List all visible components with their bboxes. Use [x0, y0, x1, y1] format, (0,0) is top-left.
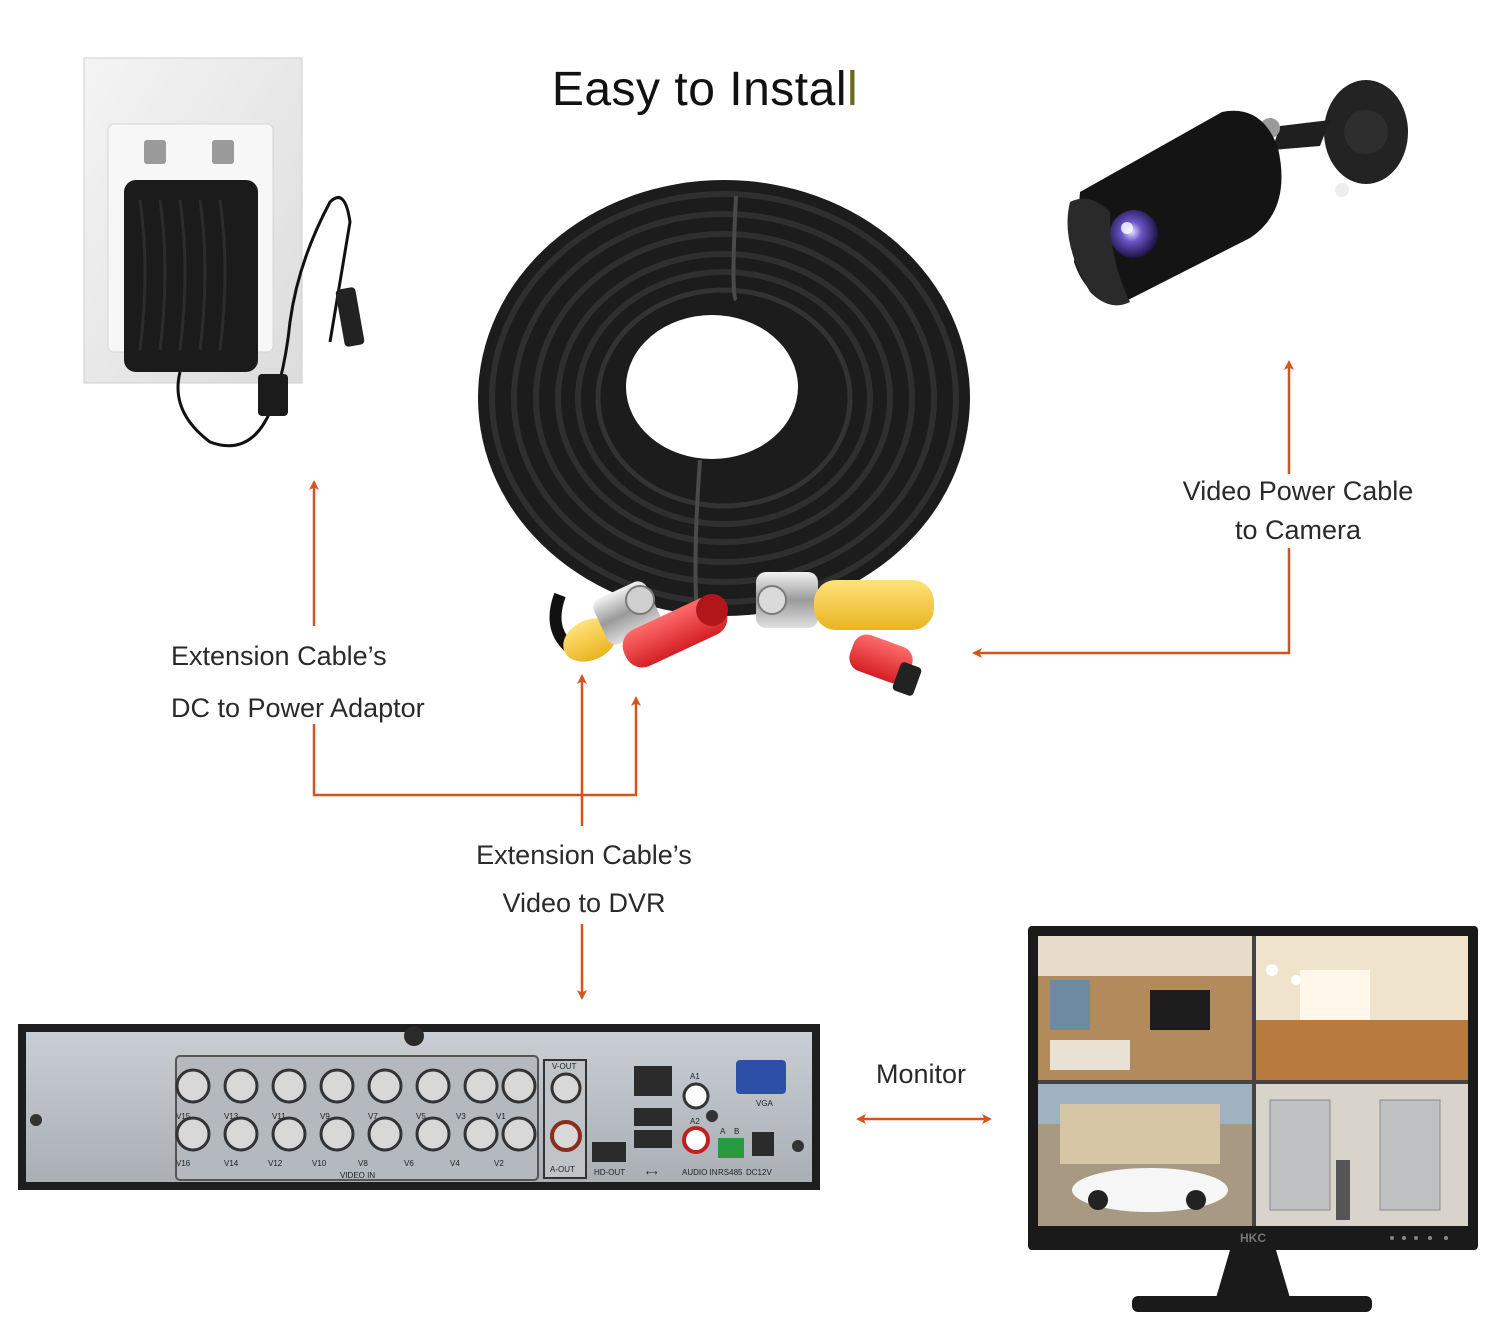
ch-label-v1: V1: [496, 1112, 506, 1121]
ch-label-v15: V15: [176, 1112, 191, 1121]
ch-label-v3: V3: [456, 1112, 466, 1121]
v-out-label: V-OUT: [552, 1062, 577, 1071]
rs485-label: RS485: [718, 1168, 743, 1177]
a-out-label: A-OUT: [550, 1165, 575, 1174]
hd-out-label: HD-OUT: [594, 1168, 625, 1177]
label-adaptor-cable: Extension Cable’s DC to Power Adaptor: [171, 630, 425, 734]
arrow-camera-bracket: [972, 548, 1291, 658]
monitor-brand: HKC: [1240, 1231, 1266, 1245]
dvr-image: V15 V13 V11 V9 V7 V5 V3 V1 V16 V14 V12 V…: [18, 1024, 820, 1190]
a2-label: A2: [690, 1117, 700, 1126]
label-adaptor-line2: DC to Power Adaptor: [171, 693, 425, 723]
page-title: Easy to Install: [0, 62, 1410, 117]
ch-label-v12: V12: [268, 1159, 283, 1168]
a1-label: A1: [690, 1072, 700, 1081]
label-camera-line2: to Camera: [1234, 515, 1362, 546]
a-label: A: [720, 1127, 726, 1136]
ch-label-v6: V6: [404, 1159, 414, 1168]
ch-label-v14: V14: [224, 1159, 239, 1168]
label-dvr-line2: Video to DVR: [502, 888, 666, 918]
b-label: B: [734, 1127, 739, 1136]
label-camera-line1: Video Power Cable: [1182, 476, 1414, 506]
dc12v-label: DC12V: [746, 1168, 772, 1177]
ch-label-v2: V2: [494, 1159, 504, 1168]
cable-coil-image: [478, 180, 970, 696]
ch-label-v13: V13: [224, 1112, 239, 1121]
connection-arrows: [309, 360, 1294, 1124]
power-adaptor-image: [83, 57, 365, 448]
ch-label-v9: V9: [320, 1112, 330, 1121]
audio-in-label: AUDIO IN: [682, 1168, 718, 1177]
arrow-adaptor-bracket: [312, 696, 641, 797]
title-text: Easy to Instal: [551, 63, 847, 116]
usb-label: ⟷: [646, 1168, 658, 1177]
ch-label-v7: V7: [368, 1112, 378, 1121]
label-camera-cable: Video Power Cable to Camera: [1168, 472, 1428, 550]
ch-label-v4: V4: [450, 1159, 460, 1168]
title-last-letter: l: [846, 63, 859, 116]
label-dvr-line1: Extension Cable’s: [476, 840, 692, 870]
ch-label-v10: V10: [312, 1159, 327, 1168]
monitor-image: HKC: [1028, 926, 1478, 1312]
vga-label: VGA: [756, 1099, 774, 1108]
label-monitor: Monitor: [876, 1059, 967, 1089]
ch-label-v5: V5: [416, 1112, 426, 1121]
ch-label-v16: V16: [176, 1159, 191, 1168]
label-adaptor-line1: Extension Cable’s: [171, 641, 387, 671]
ch-label-v8: V8: [358, 1159, 368, 1168]
label-dvr-cable: Extension Cable’s Video to DVR: [454, 831, 714, 927]
ch-label-v11: V11: [272, 1112, 286, 1121]
video-in-label: VIDEO IN: [340, 1171, 375, 1180]
dvr-bnc-ports: [175, 1068, 537, 1152]
camera-image: [1067, 80, 1408, 306]
